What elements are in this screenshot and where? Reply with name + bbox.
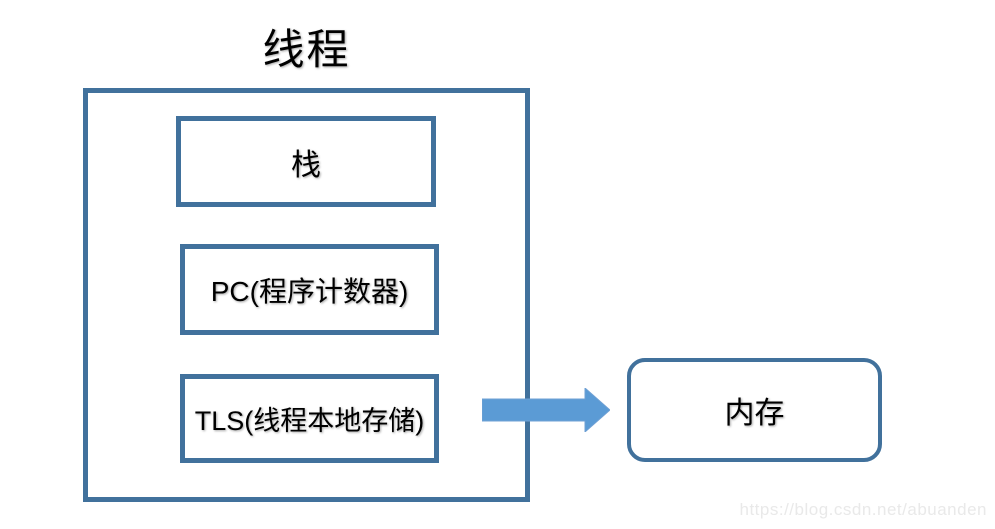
memory-box-label: 内存 [724,397,785,430]
thread-local-storage-box-label: TLS(线程本地存储) [194,406,425,436]
stack-box-label: 栈 [291,148,321,182]
thread-local-storage-box: TLS(线程本地存储) [180,374,439,463]
thread-title: 线程 [262,26,351,73]
right-arrow-icon [482,388,610,432]
watermark-text: https://blog.csdn.net/abuanden [739,500,987,519]
thread-container-box: 栈 PC(程序计数器) TLS(线程本地存储) [83,88,530,502]
right-arrow-shape [482,388,610,432]
program-counter-box-label: PC(程序计数器) [210,275,409,307]
program-counter-box: PC(程序计数器) [180,244,439,335]
memory-box: 内存 [627,358,882,462]
stack-box: 栈 [176,116,436,207]
